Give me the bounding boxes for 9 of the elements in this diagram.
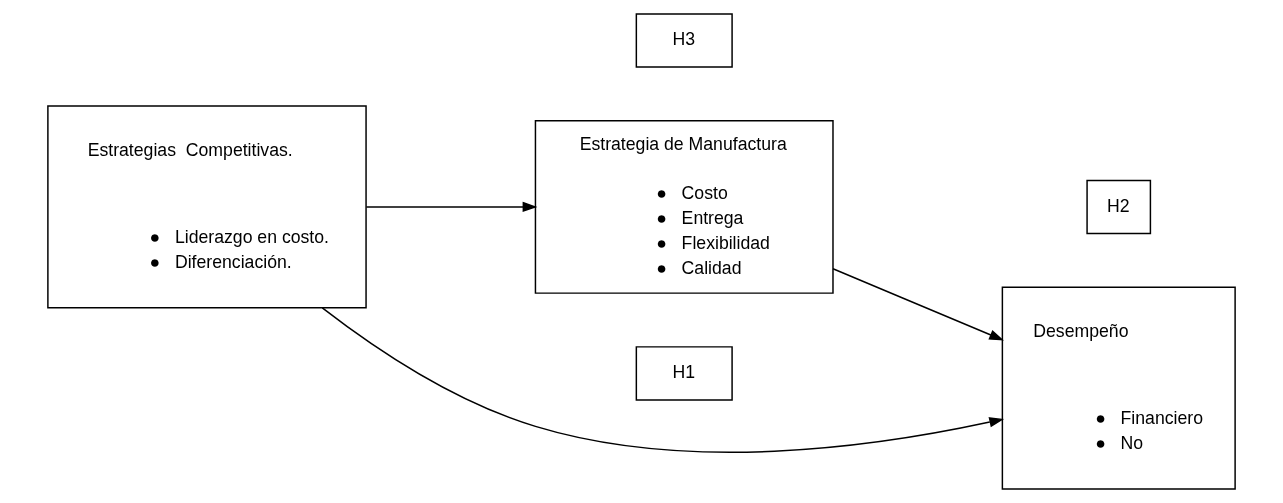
node-box: H3 xyxy=(635,13,733,68)
node-box: Estrategias Competitivas. ● Liderazgo en costo. ● Diferenciación. xyxy=(47,105,367,309)
arrow xyxy=(365,201,538,213)
node-box: Desempeño ● Financiero ● No xyxy=(1001,286,1236,490)
node-box: Estrategia de Manufactura ● Costo ● Entrega ● Flexibilidad ● Calidad xyxy=(534,120,834,294)
node-box: H2 xyxy=(1086,179,1152,235)
arrow xyxy=(321,307,1005,453)
arrow xyxy=(832,268,1004,341)
node-box: H1 xyxy=(635,346,733,401)
